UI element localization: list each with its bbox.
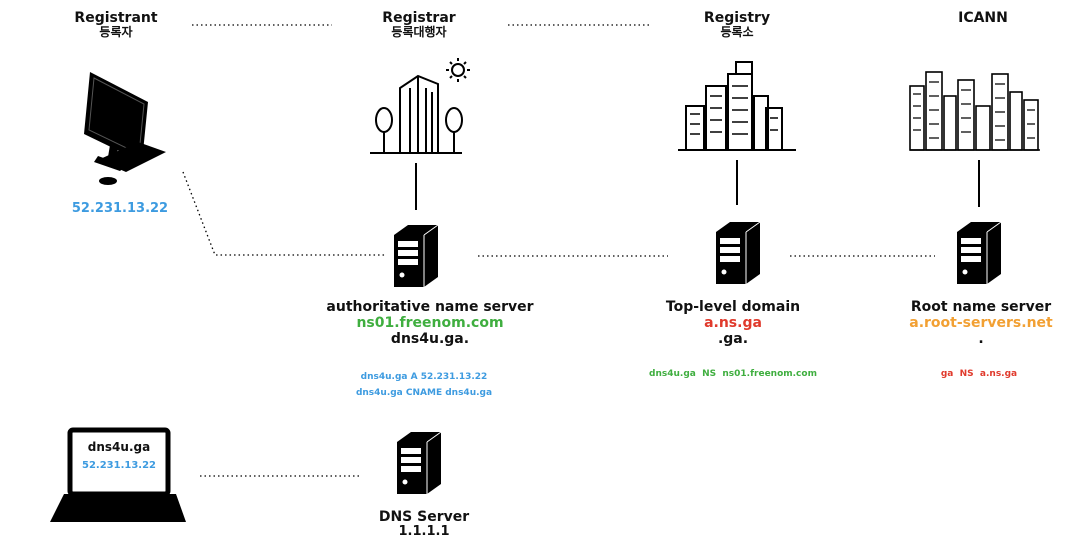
icann-skyline-icon: [909, 71, 1040, 151]
laptop-domain: dns4u.ga: [87, 440, 151, 454]
tld-label-group: Top-level domain a.ns.ga .ga.: [666, 299, 800, 347]
registry-city-icon: [678, 61, 796, 151]
registrant-header: Registrant 등록자: [74, 10, 157, 40]
authoritative-record-cname: dns4u.ga CNAME dns4u.ga: [355, 388, 493, 399]
desktop-computer-icon: [84, 72, 166, 185]
authoritative-records: dns4u.ga A 52.231.13.22 dns4u.ga CNAME d…: [356, 369, 492, 401]
laptop-screen: dns4u.ga 52.231.13.22: [82, 440, 156, 471]
root-server-icon: [956, 221, 1002, 285]
root-records: ga NS a.ns.ga: [941, 369, 1017, 379]
tld-zone: .ga.: [717, 331, 749, 348]
dns-server-name: DNS Server: [378, 509, 470, 525]
icann-title: ICANN: [958, 10, 1008, 26]
registry-korean: 등록소: [720, 25, 754, 40]
registrant-korean: 등록자: [99, 25, 133, 40]
registrant-ip: 52.231.13.22: [71, 201, 169, 216]
laptop-icon: [50, 427, 186, 522]
tld-record-ns: dns4u.ga NS ns01.freenom.com: [649, 369, 817, 379]
registrar-building-icon: [370, 58, 470, 154]
dns-server-icon: [396, 431, 442, 495]
registry-header: Registry 등록소: [704, 10, 770, 40]
tld-records: dns4u.ga NS ns01.freenom.com: [649, 369, 817, 379]
root-name: Root name server: [910, 299, 1052, 315]
authoritative-name: authoritative name server: [326, 299, 534, 315]
icann-header: ICANN: [958, 10, 1008, 26]
root-record-ns: ga NS a.ns.ga: [940, 369, 1018, 379]
tld-server-icon: [715, 221, 761, 285]
registry-title: Registry: [703, 10, 771, 26]
tld-host: a.ns.ga: [704, 315, 762, 332]
authoritative-zone: dns4u.ga.: [390, 331, 470, 348]
registrant-title: Registrant: [74, 10, 158, 26]
registrar-korean: 등록대행자: [391, 25, 447, 40]
authoritative-host: ns01.freenom.com: [356, 315, 504, 332]
tld-name: Top-level domain: [665, 299, 801, 315]
authoritative-server-icon: [393, 224, 439, 288]
root-zone: .: [978, 331, 984, 348]
root-host: a.root-servers.net: [909, 315, 1053, 332]
root-label-group: Root name server a.root-servers.net .: [909, 299, 1052, 347]
registrar-title: Registrar: [382, 10, 456, 26]
dns-server-host: 1.1.1.1: [398, 524, 450, 540]
registrar-header: Registrar 등록대행자: [382, 10, 455, 40]
authoritative-record-a: dns4u.ga A 52.231.13.22: [360, 372, 488, 382]
link-registrant-authoritative: [182, 171, 385, 256]
laptop-ip: 52.231.13.22: [81, 460, 157, 471]
dns-server-label-group: DNS Server 1.1.1.1: [379, 509, 469, 540]
authoritative-label-group: authoritative name server ns01.freenom.c…: [326, 299, 533, 347]
